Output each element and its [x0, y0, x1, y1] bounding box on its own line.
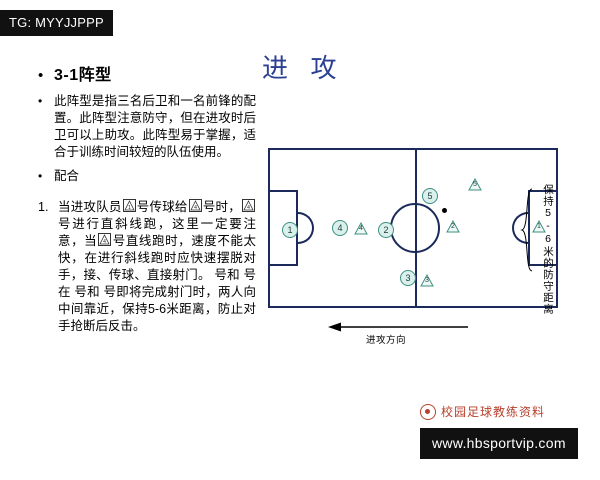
paragraph-row-2: • 配合	[38, 168, 256, 185]
svg-text:4: 4	[194, 205, 197, 211]
defensive-distance-label: 保持5-6米的防守距离	[542, 184, 554, 315]
site-logo-text: 校园足球教练资料	[441, 405, 546, 419]
opponent-marker-label: 3	[425, 277, 429, 284]
tactics-pitch-diagram: 1 4 2 5 3 2 5 4 3 1	[268, 148, 568, 348]
player-badge-4-icon: 4	[98, 233, 112, 246]
bullet-dot-icon: •	[38, 169, 43, 183]
centre-circle	[390, 203, 440, 253]
goal-area-left	[298, 212, 314, 244]
bullet-dot-icon: •	[38, 67, 44, 84]
opponent-marker: 5	[468, 178, 482, 191]
svg-text:4: 4	[247, 205, 250, 211]
player-badge-4-icon: 4	[241, 199, 255, 212]
opponent-marker-label: 1	[537, 223, 541, 230]
paragraph-text-2: 配合	[54, 169, 80, 183]
player-marker: 5	[422, 188, 438, 204]
paragraph-text-1: 此阵型是指三名后卫和一名前锋的配置。此阵型注意防守，但在进攻时后卫可以上助攻。此…	[54, 94, 256, 159]
soccer-ball-icon	[420, 403, 436, 420]
player-badge-1-icon: 1	[122, 199, 136, 212]
opponent-marker: 3	[420, 274, 434, 287]
penalty-box-right	[528, 190, 558, 266]
telegram-watermark-badge: TG: MYYJJPPP	[0, 10, 113, 36]
attack-direction-arrow-icon	[328, 320, 468, 332]
pitch-outline: 1 4 2 5 3 2 5 4 3 1	[268, 148, 558, 315]
bullet-dot-icon: •	[38, 94, 43, 108]
ball-icon	[442, 208, 447, 213]
svg-text:1: 1	[128, 205, 131, 211]
heading-bullet-row: • 3-1阵型	[38, 66, 256, 86]
page-title: 进 攻	[262, 54, 345, 83]
opponent-marker: 4	[354, 222, 368, 235]
site-logo-watermark: 校园足球教练资料	[420, 403, 545, 420]
opponent-marker-label: 5	[473, 181, 477, 188]
player-marker: 1	[282, 222, 298, 238]
player-marker: 2	[378, 222, 394, 238]
defensive-distance-brace	[520, 188, 534, 272]
svg-text:4: 4	[103, 239, 106, 245]
numbered-item-marker: 1.	[38, 200, 49, 214]
site-url-watermark: www.hbsportvip.com	[420, 428, 578, 459]
player-badge-4-icon: 4	[188, 199, 202, 212]
opponent-marker-label: 2	[451, 223, 455, 230]
paragraph-row-1: • 此阵型是指三名后卫和一名前锋的配置。此阵型注意防守，但在进攻时后卫可以上助攻…	[38, 93, 256, 161]
attack-direction-label: 进攻方向	[366, 335, 407, 346]
text-column: • 3-1阵型 • 此阵型是指三名后卫和一名前锋的配置。此阵型注意防守，但在进攻…	[38, 66, 256, 335]
player-marker: 4	[332, 220, 348, 236]
opponent-marker: 2	[446, 220, 460, 233]
opponent-marker-label: 4	[359, 225, 363, 232]
opponent-marker: 1	[532, 220, 546, 233]
section-heading: 3-1阵型	[54, 67, 112, 84]
player-marker: 3	[400, 270, 416, 286]
